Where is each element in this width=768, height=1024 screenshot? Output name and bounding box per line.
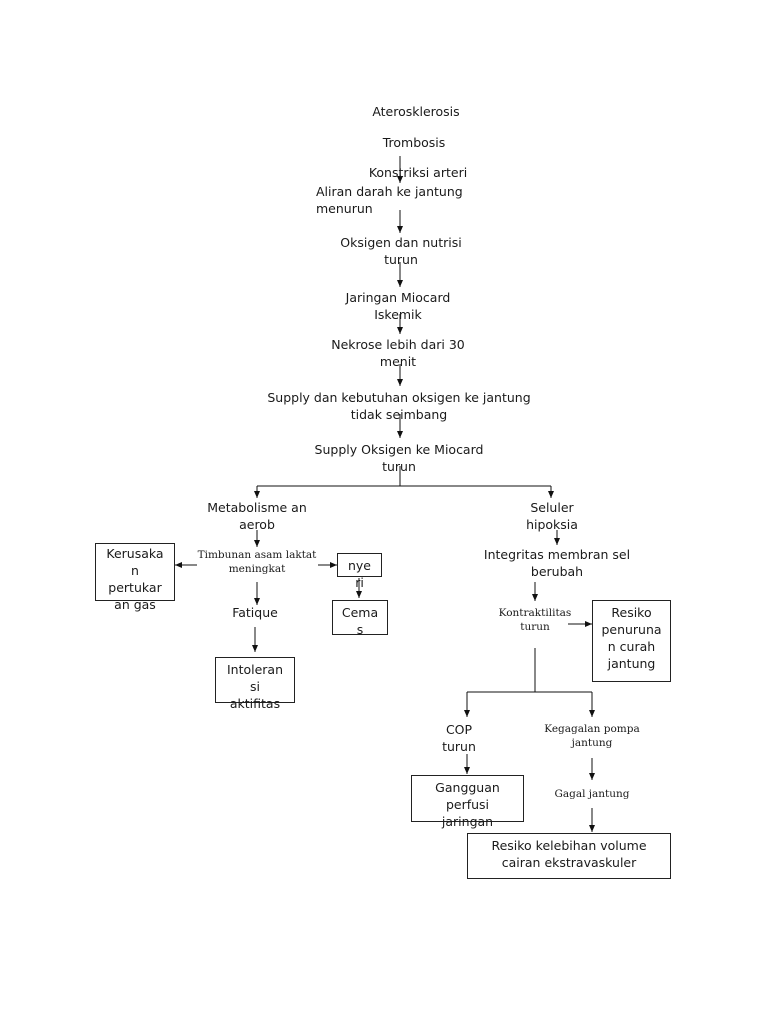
- box-intoleransi: [215, 657, 295, 703]
- node-gangguan: Gangguan perfusi jaringan: [435, 780, 500, 829]
- node-timbunan: Timbunan asam laktat meningkat: [197, 549, 317, 575]
- node-seluler: Seluler hipoksia: [526, 500, 578, 532]
- box-resiko-curah: [592, 600, 671, 682]
- box-resiko-volume: [467, 833, 671, 879]
- node-resiko-curah: Resiko penuruna n curah jantung: [601, 605, 662, 671]
- box-cemas: [332, 600, 388, 635]
- node-metabolisme: Metabolisme an aerob: [207, 500, 307, 532]
- node-integritas: Integritas membran sel berubah: [483, 547, 631, 579]
- node-aterosklerosis: Aterosklerosis: [372, 104, 460, 119]
- node-aliran: Aliran darah ke jantung menurun: [316, 184, 463, 216]
- node-trombosis: Trombosis: [382, 135, 446, 150]
- node-resiko-volume: Resiko kelebihan volume cairan ekstravas…: [491, 838, 647, 870]
- node-nyeri: nye ri: [347, 558, 371, 590]
- node-supply-kebutuhan: Supply dan kebutuhan oksigen ke jantung …: [267, 390, 531, 422]
- node-nekrose: Nekrose lebih dari 30 menit: [331, 337, 465, 369]
- node-supply-oksigen: Supply Oksigen ke Miocard turun: [314, 442, 484, 474]
- node-kerusakan: Kerusaka n pertukar an gas: [106, 546, 164, 612]
- node-konstriksi: Konstriksi arteri: [368, 165, 468, 180]
- node-jaringan-miocard: Jaringan Miocard Iskemik: [345, 290, 451, 322]
- box-nyeri: [337, 553, 382, 577]
- node-cop: COP turun: [442, 722, 476, 754]
- box-gangguan: [411, 775, 524, 822]
- node-intoleransi: Intoleran si aktifitas: [226, 662, 284, 711]
- node-cemas: Cema s: [341, 605, 379, 637]
- node-kontraktilitas: Kontraktilitas turun: [498, 607, 572, 633]
- node-gagal-jantung: Gagal jantung: [554, 788, 630, 800]
- node-oksigen-nutrisi: Oksigen dan nutrisi turun: [340, 235, 462, 267]
- node-kegagalan-pompa: Kegagalan pompa jantung: [544, 723, 640, 749]
- box-kerusakan: [95, 543, 175, 601]
- node-fatique: Fatique: [232, 605, 278, 620]
